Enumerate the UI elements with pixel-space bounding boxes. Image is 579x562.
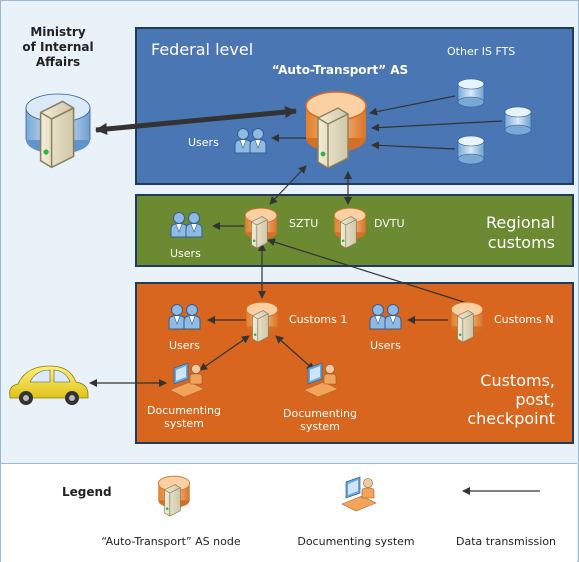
federal-users-label: Users [188, 136, 219, 149]
customsn-label: Customs N [494, 313, 554, 326]
connectors [89, 95, 503, 387]
customs-post-label-3: checkpoint [467, 409, 555, 428]
ministry-label-line3: Affairs [36, 55, 80, 69]
legend-area [1, 463, 577, 562]
customsn-users-label: Users [370, 339, 401, 352]
legend-node-label: “Auto-Transport” AS node [101, 535, 240, 548]
main-sztu-arrow [269, 165, 307, 205]
other-is-db-2 [504, 106, 532, 136]
other-is-db-3 [457, 135, 485, 165]
legend-transmission-label: Data transmission [456, 535, 556, 548]
doc-system-1-label-2: system [164, 417, 204, 430]
doc-system-2-label-1: Documenting [283, 407, 357, 420]
other-is-arrow-1 [369, 95, 456, 116]
auto-transport-title: “Auto-Transport” AS [272, 63, 408, 77]
customs-post-label-2: post, [515, 390, 555, 409]
other-is-fts-label: Other IS FTS [447, 45, 515, 58]
legend-node-icon [158, 476, 190, 516]
legend-doc-icon [341, 476, 377, 512]
customs1-doc2-arrow [275, 335, 315, 371]
customs1-label: Customs 1 [289, 313, 347, 326]
regional-customs-label-1: Regional [486, 213, 555, 232]
ministry-label-line1: Ministry [30, 25, 86, 39]
car-icon [9, 365, 89, 405]
customs-post-label-1: Customs, [480, 371, 555, 390]
doc-system-1-label-1: Documenting [147, 404, 221, 417]
customs1-users-label: Users [169, 339, 200, 352]
sztu-customsn-arrow [267, 238, 471, 305]
legend-title: Legend [62, 485, 112, 499]
ministry-link-arrow [95, 106, 297, 135]
regional-users-label: Users [170, 247, 201, 260]
doc-system-2-label-2: system [300, 420, 340, 433]
dvtu-label: DVTU [374, 217, 405, 230]
sztu-label: SZTU [289, 217, 318, 230]
ministry-label-line2: of Internal [22, 40, 93, 54]
other-is-arrow-3 [371, 141, 456, 150]
ministry-node [25, 93, 91, 169]
federal-level-title: Federal level [151, 40, 253, 59]
regional-customs-label-2: customs [488, 233, 555, 252]
legend-doc-label: Documenting system [297, 535, 414, 548]
customs1-doc1-arrow [199, 335, 250, 371]
other-is-db-1 [457, 78, 485, 108]
other-is-arrow-2 [371, 120, 503, 132]
